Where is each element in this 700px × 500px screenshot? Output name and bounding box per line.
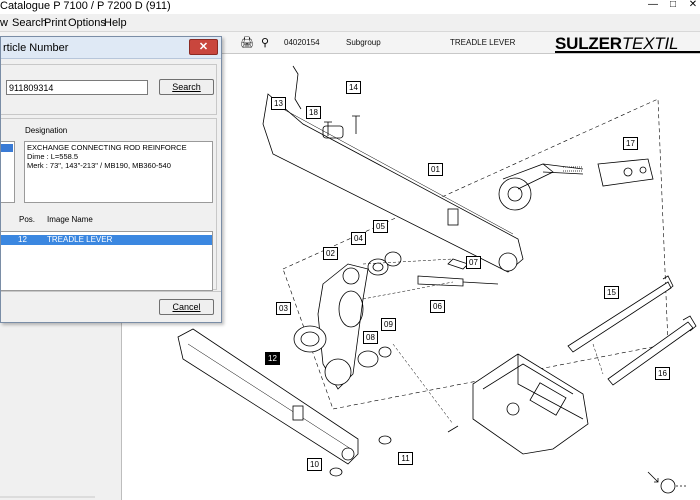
print-icon[interactable]: 🖨: [240, 37, 254, 49]
search-button[interactable]: Search: [159, 79, 214, 95]
callout-06[interactable]: 06: [430, 300, 445, 313]
designation-line: Dime : L=558.5: [27, 152, 79, 161]
maximize-icon[interactable]: □: [669, 0, 677, 10]
callout-17[interactable]: 17: [623, 137, 638, 150]
menu-options[interactable]: Options: [68, 17, 106, 29]
callout-05[interactable]: 05: [373, 220, 388, 233]
catalogue-number: 04020154: [284, 38, 320, 47]
callout-09[interactable]: 09: [381, 318, 396, 331]
callout-13[interactable]: 13: [271, 97, 286, 110]
binoculars-icon[interactable]: ⚲: [260, 37, 270, 49]
callout-07[interactable]: 07: [466, 256, 481, 269]
callout-18[interactable]: 18: [306, 106, 321, 119]
callout-08[interactable]: 08: [363, 331, 378, 344]
window-title-bar: Catalogue P 7100 / P 7200 D (911) — □ ✕: [0, 0, 700, 14]
window-title: Catalogue P 7100 / P 7200 D (911): [0, 0, 171, 12]
close-window-icon[interactable]: ✕: [688, 0, 698, 10]
callout-12-highlighted[interactable]: 12: [265, 352, 280, 365]
callout-16[interactable]: 16: [655, 367, 670, 380]
subgroup-label: Subgroup: [346, 38, 381, 47]
callout-02[interactable]: 02: [323, 247, 338, 260]
side-list-selection: [1, 144, 13, 152]
minimize-icon[interactable]: —: [648, 0, 658, 10]
callout-03[interactable]: 03: [276, 302, 291, 315]
article-number-input[interactable]: [6, 80, 148, 95]
cancel-button[interactable]: Cancel: [159, 299, 214, 315]
callout-14[interactable]: 14: [346, 81, 361, 94]
dialog-title: rticle Number: [3, 42, 69, 54]
image-list-row-selected[interactable]: 12 TREADLE LEVER: [1, 235, 212, 245]
callout-10[interactable]: 10: [307, 458, 322, 471]
image-list: 12 TREADLE LEVER: [1, 231, 213, 291]
designation-header: Designation: [25, 126, 68, 135]
menu-bar: w Search Print Options Help: [0, 14, 700, 32]
subgroup-value: TREADLE LEVER: [450, 38, 516, 47]
menu-print[interactable]: Print: [44, 17, 67, 29]
callout-04[interactable]: 04: [351, 232, 366, 245]
menu-search[interactable]: Search: [12, 17, 47, 29]
dialog-footer-divider: [1, 291, 221, 292]
callout-15[interactable]: 15: [604, 286, 619, 299]
result-side-list[interactable]: [1, 141, 15, 203]
row-pos: 12: [18, 235, 27, 244]
designation-line: Merk : 73", 143"-213" / MB190, MB360-540: [27, 161, 171, 170]
brand-underline: [555, 51, 700, 53]
article-search-group: [1, 64, 217, 115]
callout-01[interactable]: 01: [428, 163, 443, 176]
article-number-dialog: rticle Number ✕ Search Designation EXCHA…: [0, 36, 222, 323]
designation-line: EXCHANGE CONNECTING ROD REINFORCE: [27, 143, 187, 152]
brand-logo: SULZERTEXTIL: [555, 34, 679, 53]
menu-help[interactable]: Help: [104, 17, 127, 29]
left-panel-scroll-strip[interactable]: [0, 496, 95, 498]
pos-column-header: Pos.: [19, 215, 36, 224]
dialog-close-button[interactable]: ✕: [189, 39, 218, 55]
designation-text-box: EXCHANGE CONNECTING ROD REINFORCE Dime :…: [24, 141, 213, 203]
dialog-title-bar[interactable]: rticle Number ✕: [1, 37, 221, 59]
parts-drawing-svg: [177, 65, 697, 494]
image-name-column-header: Image Name: [47, 215, 93, 224]
callout-11[interactable]: 11: [398, 452, 413, 465]
row-image-name: TREADLE LEVER: [47, 235, 113, 244]
menu-view[interactable]: w: [0, 17, 8, 29]
